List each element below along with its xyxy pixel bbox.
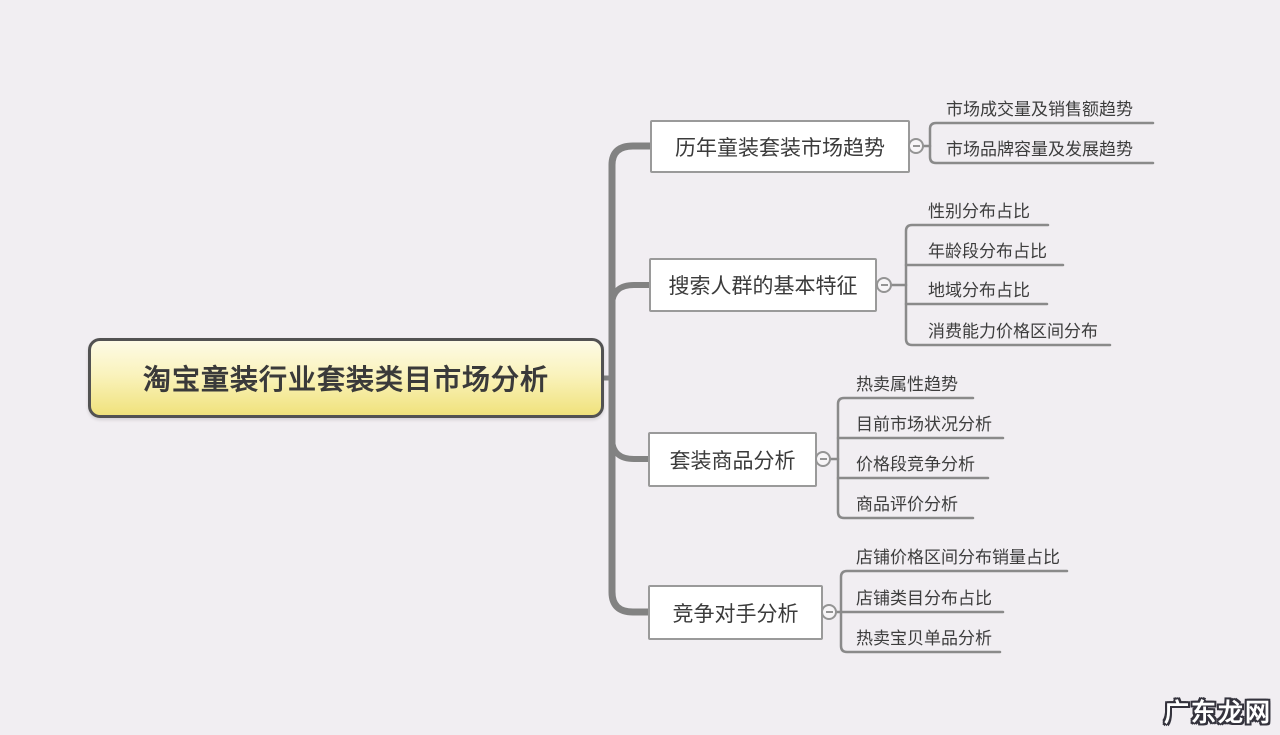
minus-icon — [880, 284, 888, 286]
collapse-icon[interactable] — [815, 451, 831, 467]
branch2-children-bracket — [904, 223, 1112, 347]
branch-node-product-analysis[interactable]: 套装商品分析 — [648, 432, 817, 487]
child-node[interactable]: 热卖属性趋势 — [856, 375, 958, 394]
child-node[interactable]: 店铺价格区间分布销量占比 — [856, 548, 1060, 567]
child-node[interactable]: 年龄段分布占比 — [928, 242, 1047, 261]
child-node[interactable]: 店铺类目分布占比 — [856, 589, 992, 608]
branch3-connector — [609, 437, 651, 462]
child-node[interactable]: 地域分布占比 — [928, 281, 1030, 300]
spine-connector — [608, 142, 654, 616]
collapse-icon[interactable] — [876, 277, 892, 293]
child-node[interactable]: 市场品牌容量及发展趋势 — [946, 140, 1133, 159]
collapse-icon[interactable] — [821, 604, 837, 620]
branch3-children-bracket — [836, 396, 975, 520]
child-node[interactable]: 价格段竞争分析 — [856, 455, 975, 474]
root-node[interactable]: 淘宝童装行业套装类目市场分析 — [88, 338, 604, 418]
child-node[interactable]: 性别分布占比 — [928, 202, 1030, 221]
child-node[interactable]: 商品评价分析 — [856, 495, 958, 514]
child-node[interactable]: 热卖宝贝单品分析 — [856, 629, 992, 648]
minus-icon — [912, 145, 920, 147]
child-node[interactable]: 目前市场状况分析 — [856, 415, 992, 434]
branch-node-audience-features[interactable]: 搜索人群的基本特征 — [649, 258, 877, 312]
collapse-icon[interactable] — [908, 138, 924, 154]
branch2-connector — [609, 282, 652, 307]
minus-icon — [825, 611, 833, 613]
minus-icon — [819, 458, 827, 460]
branch-node-history-trend[interactable]: 历年童装套装市场趋势 — [650, 120, 910, 173]
child-node[interactable]: 消费能力价格区间分布 — [928, 322, 1098, 341]
watermark: 广东龙网 — [1163, 699, 1272, 727]
branch-node-competitor-analysis[interactable]: 竞争对手分析 — [648, 585, 823, 640]
branch1-children-bracket — [928, 121, 1155, 165]
child-node[interactable]: 市场成交量及销售额趋势 — [946, 100, 1133, 119]
